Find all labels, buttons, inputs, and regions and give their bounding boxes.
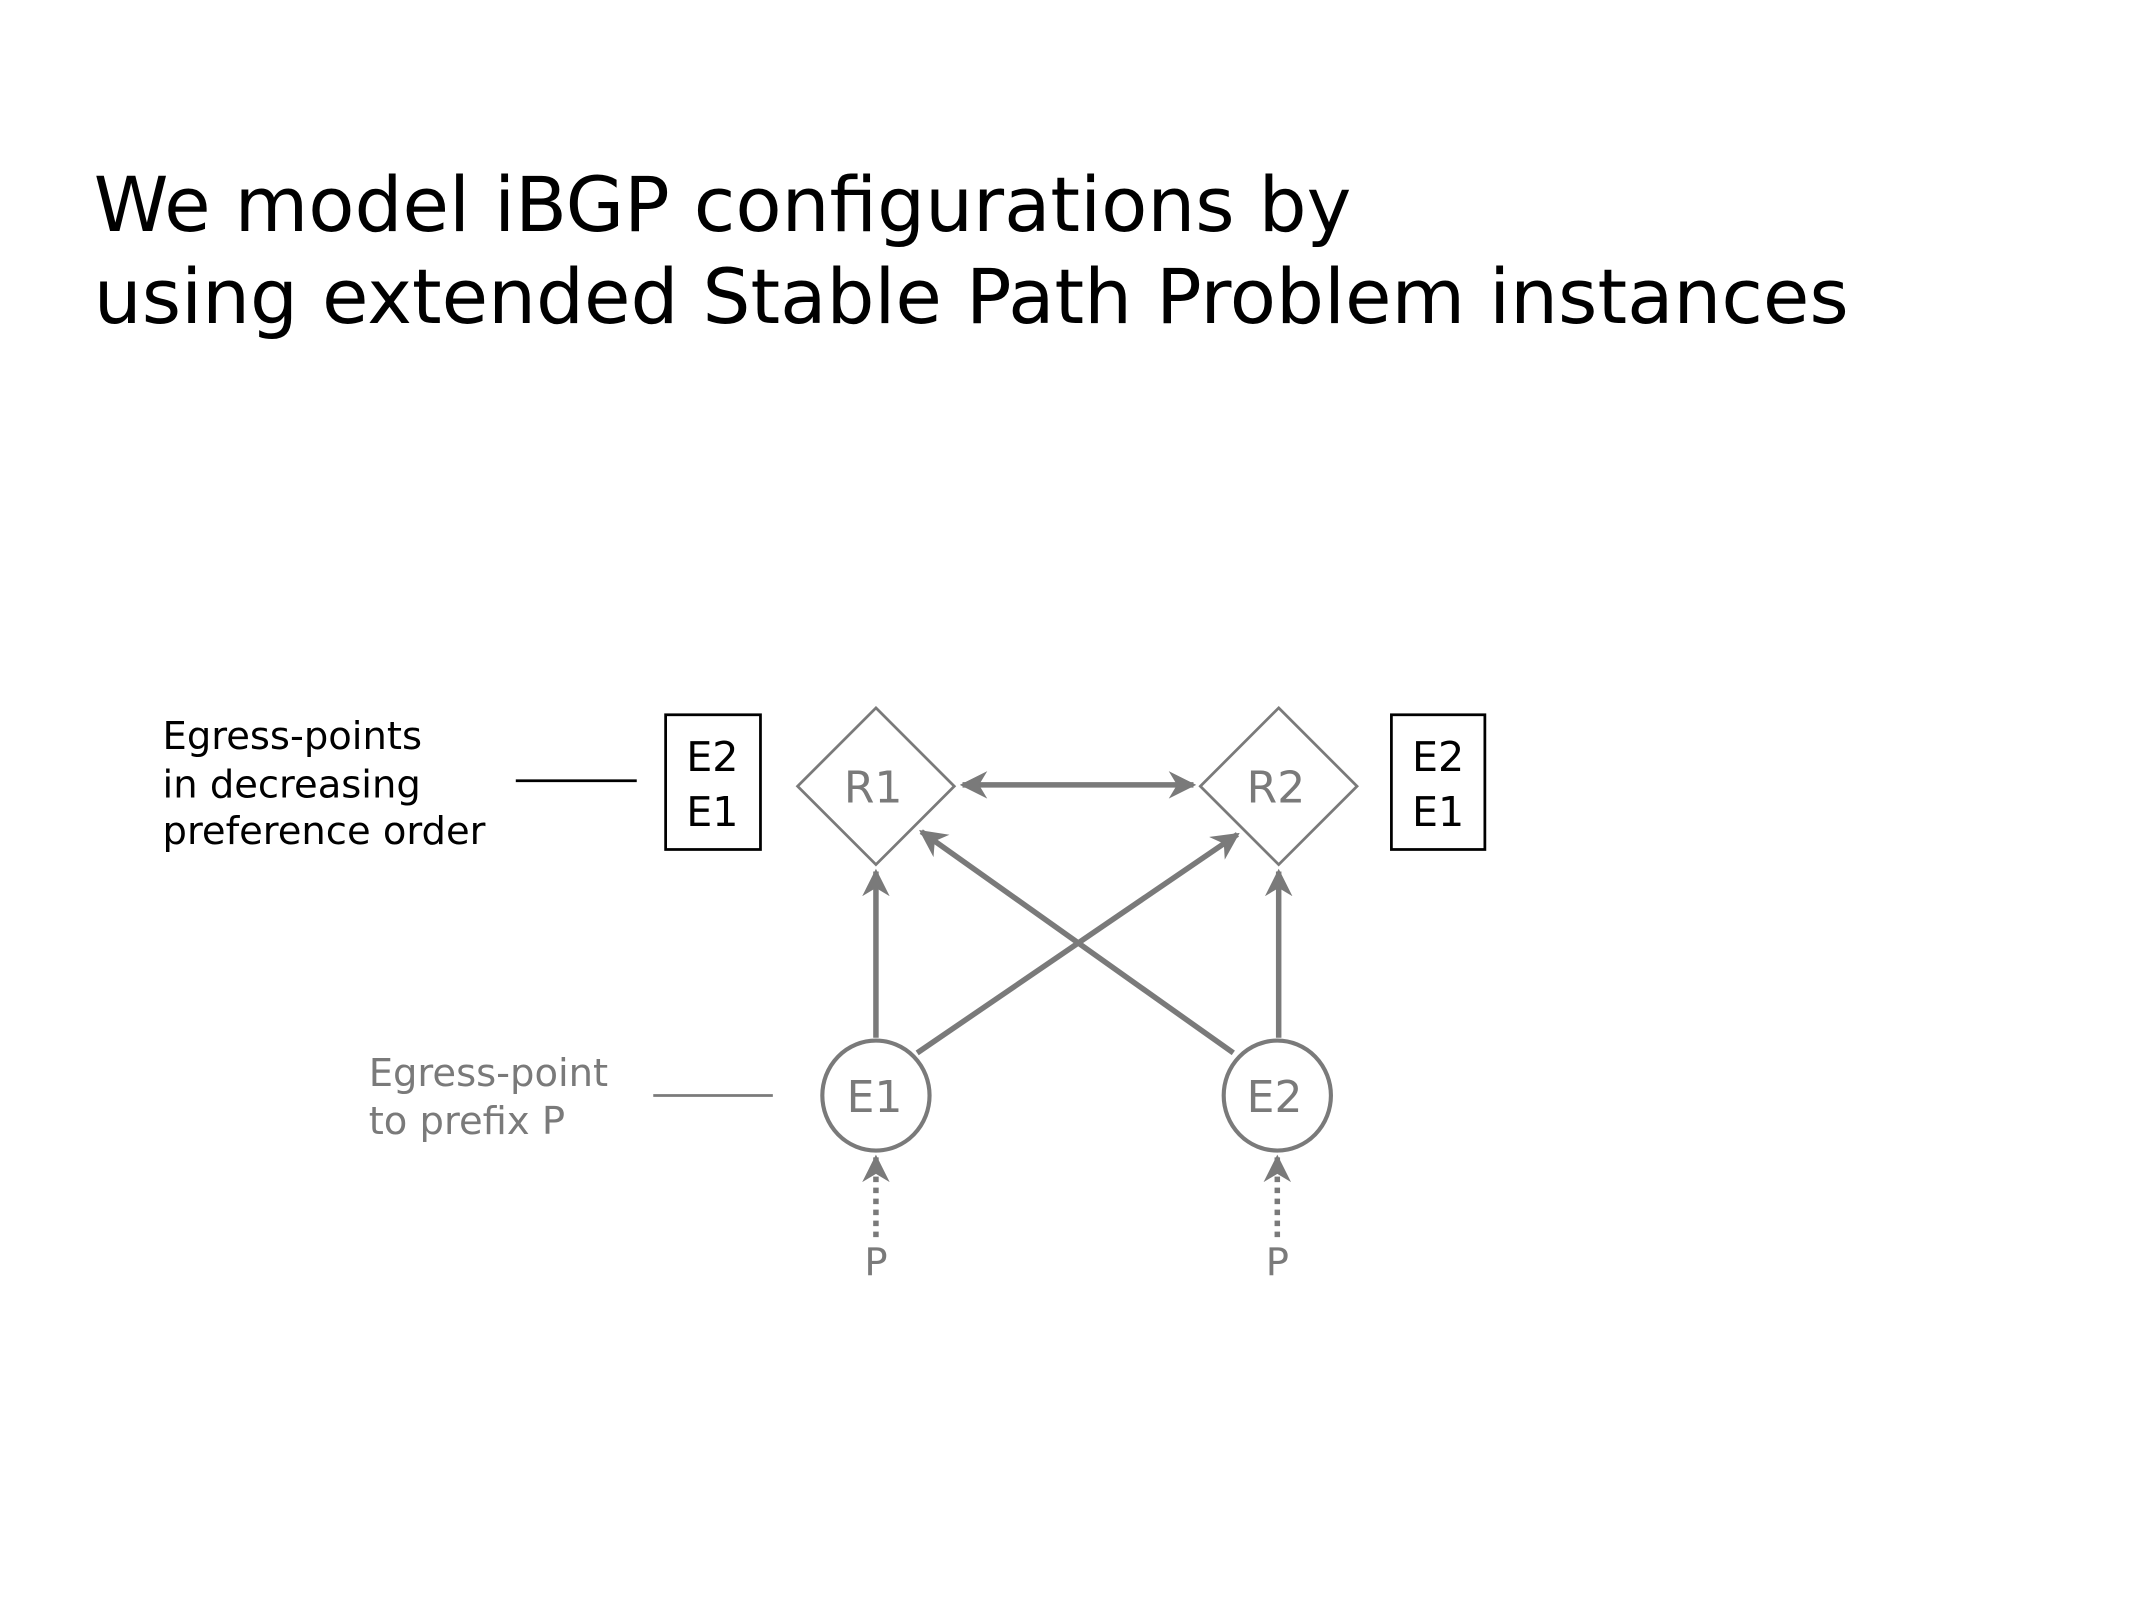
e1-label: E1	[847, 1072, 903, 1123]
preference-label: Egress-points in decreasing preference o…	[163, 714, 486, 854]
router-r1: R1	[795, 705, 957, 867]
e2-label: E2	[1247, 1072, 1303, 1123]
r2-pref-2: E1	[1412, 788, 1464, 836]
egress-label-line-1: Egress-point	[369, 1051, 608, 1096]
egress-label: Egress-point to prefix P	[369, 1051, 608, 1144]
pref-label-line-2: in decreasing	[163, 762, 421, 807]
r2-label: R2	[1247, 763, 1306, 814]
pref-label-line-1: Egress-points	[163, 714, 422, 759]
prefix-label-1: P	[864, 1241, 887, 1286]
title-line-1: We model iBGP configurations by	[94, 161, 1352, 249]
egress-e2: E2	[1221, 1038, 1333, 1153]
r2-pref-1: E2	[1412, 733, 1464, 781]
e2-r1-arrow	[919, 829, 1235, 1056]
egress-label-line-2: to prefix P	[369, 1099, 565, 1144]
r1-pref-2: E1	[686, 788, 738, 836]
r1-preference-box: E2 E1	[664, 713, 762, 851]
pref-label-line-3: preference order	[163, 809, 486, 854]
r1-pref-1: E2	[686, 733, 738, 781]
egress-e1: E1	[820, 1038, 932, 1153]
prefix-label-2: P	[1266, 1241, 1289, 1286]
r2-preference-box: E2 E1	[1390, 713, 1487, 851]
router-r2: R2	[1198, 705, 1359, 867]
title-line-2: using extended Stable Path Problem insta…	[94, 253, 1849, 341]
r1-label: R1	[844, 763, 903, 814]
